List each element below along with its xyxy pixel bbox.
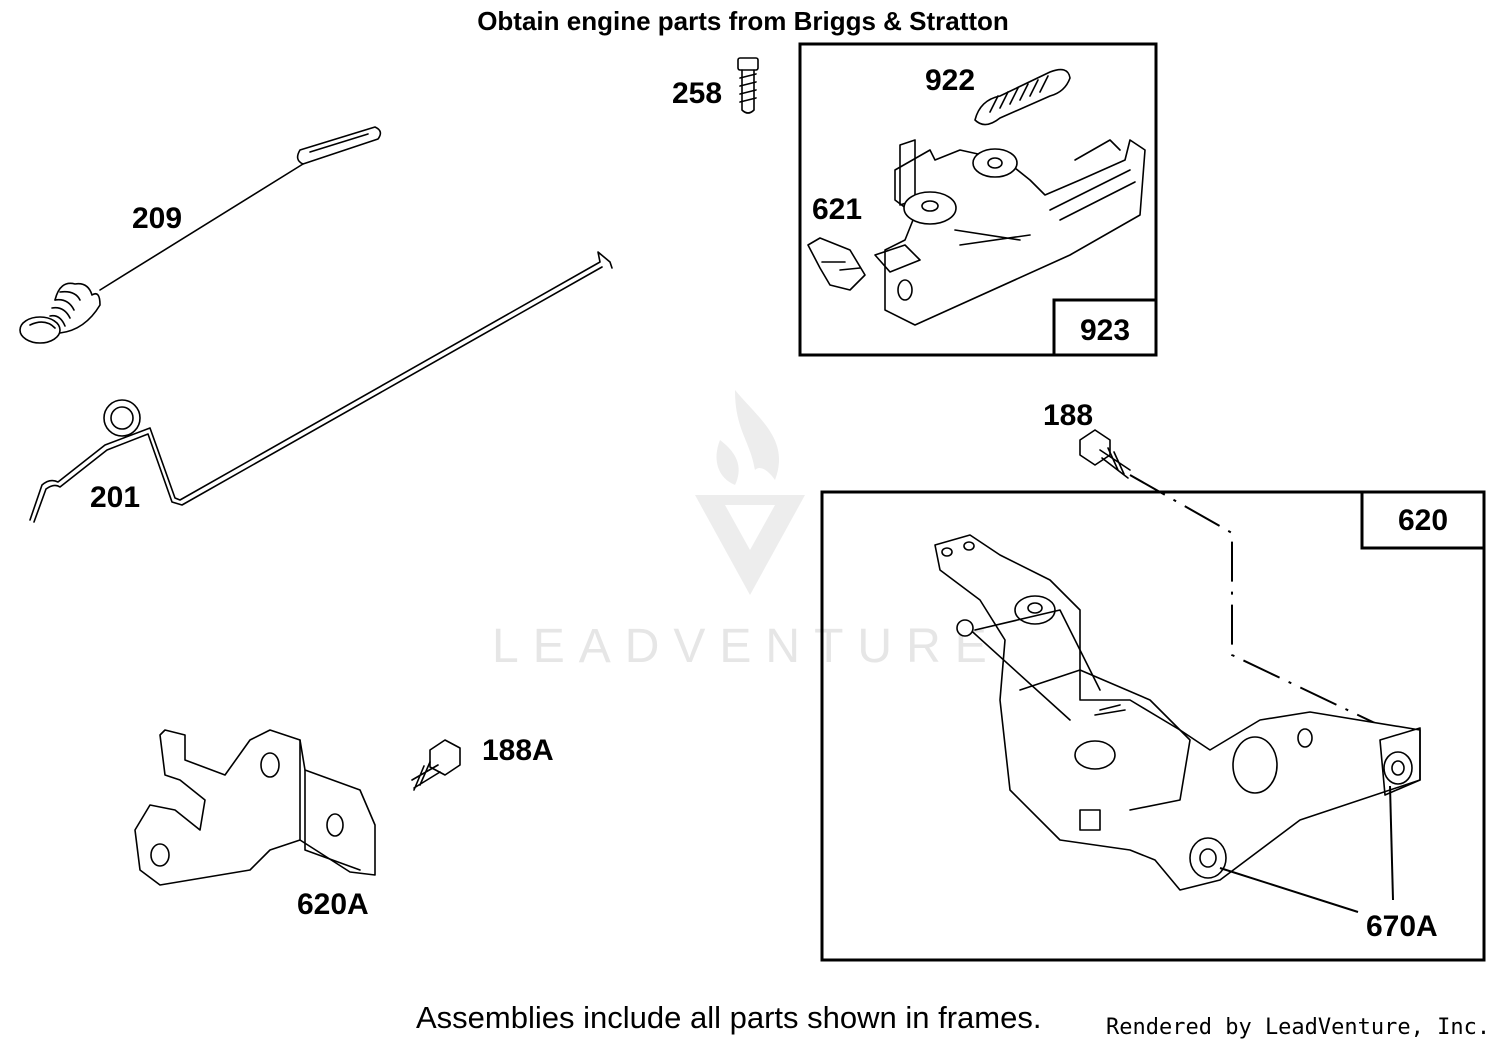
part-201-link-rod[interactable] — [29, 251, 613, 523]
assembly-number-box-923 — [1052, 298, 1158, 357]
label-620A[interactable]: 620A — [297, 888, 369, 921]
part-188A-screw[interactable] — [411, 739, 461, 791]
label-201[interactable]: 201 — [90, 481, 140, 514]
label-188A[interactable]: 188A — [482, 734, 554, 767]
assembly-frame-620 — [820, 490, 1486, 962]
label-258[interactable]: 258 — [672, 77, 722, 110]
label-922[interactable]: 922 — [925, 64, 975, 97]
watermark-text: LEADVENTURE — [492, 620, 1001, 673]
label-209[interactable]: 209 — [132, 202, 182, 235]
label-620[interactable]: 620 — [1398, 504, 1448, 537]
label-670A[interactable]: 670A — [1366, 910, 1438, 943]
header-note: Obtain engine parts from Briggs & Stratt… — [477, 6, 1009, 36]
callout-670A-line-a — [1219, 867, 1359, 913]
part-922-spring[interactable] — [974, 68, 1071, 126]
part-620A-bracket[interactable] — [134, 729, 376, 886]
part-923-control-bracket[interactable] — [874, 139, 1146, 326]
assemblies-note: Assemblies include all parts shown in fr… — [416, 1000, 1041, 1035]
assembly-frame-923 — [798, 42, 1158, 357]
leadventure-watermark: LEADVENTURE — [492, 390, 1001, 673]
assembly-path-188 — [1129, 474, 1401, 736]
label-923[interactable]: 923 — [1080, 314, 1130, 347]
part-620-control-assembly[interactable] — [934, 534, 1421, 891]
label-188[interactable]: 188 — [1043, 399, 1093, 432]
label-621[interactable]: 621 — [812, 193, 862, 226]
part-188-screw[interactable] — [1079, 429, 1131, 479]
part-258-screw[interactable] — [737, 57, 759, 114]
part-621-clip[interactable] — [807, 237, 866, 291]
rendered-by: Rendered by LeadVenture, Inc. — [1106, 1015, 1490, 1040]
callout-670A-line-b — [1389, 785, 1394, 901]
assembly-number-box-620 — [1360, 490, 1486, 550]
part-209-spring-rod[interactable] — [19, 126, 382, 344]
